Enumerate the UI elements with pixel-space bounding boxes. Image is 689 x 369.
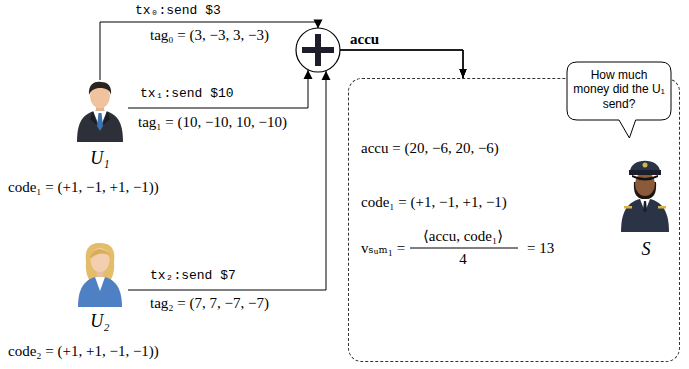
fraction-bar — [410, 248, 518, 249]
speech-text: How much money did the U₁ send? — [567, 62, 671, 117]
sum-operator — [302, 47, 334, 53]
transaction-arrow — [128, 50, 463, 108]
server-icon — [643, 201, 647, 213]
user-icon — [90, 111, 110, 125]
server-icon — [621, 198, 669, 232]
user-icon — [78, 276, 122, 307]
user-icon — [77, 82, 123, 142]
speech-bubble: How much money did the U₁ send? — [567, 62, 671, 120]
server-icon — [632, 175, 658, 181]
transaction-arrow — [100, 22, 463, 80]
formula-term: vₛᵤₘ₁ = — [361, 239, 405, 257]
server-icon — [621, 161, 669, 232]
user-figure: U₁code₁ = (+1, −1, +1, −1)) — [72, 80, 128, 172]
server-icon — [629, 170, 661, 175]
transaction-arrow — [128, 50, 463, 290]
tag-vector: tag₀ = (3, −3, 3, −3) — [150, 26, 269, 44]
bubble-outline — [567, 62, 671, 138]
user-name: U₂ — [90, 311, 109, 333]
user-icon — [97, 113, 103, 131]
server-icon — [624, 206, 632, 209]
server-icon — [635, 172, 655, 196]
formula-denominator: 4 — [459, 250, 467, 268]
formula-result: = 13 — [527, 239, 554, 257]
accumulator-value: accu = (20, −6, 20, −6) — [361, 139, 499, 157]
user-name: U₁ — [90, 148, 109, 170]
transaction-label: tx₂:send $7 — [150, 268, 236, 284]
formula-numerator: ⟨accu, code₁⟩ — [423, 227, 503, 245]
server-name: S — [642, 239, 651, 261]
user-icon — [90, 249, 111, 259]
tag-vector: tag₁ = (10, −10, 10, −10) — [138, 113, 287, 131]
transaction-label: tx₀:send $3 — [135, 3, 221, 19]
user-figure: U₂code₂ = (+1, +1, −1, −1)) — [72, 243, 128, 333]
tag-vector: tag₂ = (7, 7, −7, −7) — [150, 294, 269, 312]
user-icon — [78, 243, 122, 307]
code-vector: code₁ = (+1, −1, +1, −1) — [361, 193, 507, 211]
server-icon — [643, 163, 648, 168]
user-icon — [95, 277, 105, 291]
sum-operator — [296, 28, 340, 72]
server-icon — [658, 206, 666, 209]
user-icon — [77, 110, 123, 142]
sum-operator — [296, 28, 340, 72]
user-icon — [89, 82, 111, 95]
signal-name: accu — [350, 30, 379, 48]
server-icon — [640, 199, 650, 212]
transaction-label: tx₁:send $10 — [140, 86, 234, 102]
code-vector: code₂ = (+1, +1, −1, −1)) — [8, 342, 159, 360]
code-vector: code₁ = (+1, −1, +1, −1)) — [8, 178, 159, 196]
